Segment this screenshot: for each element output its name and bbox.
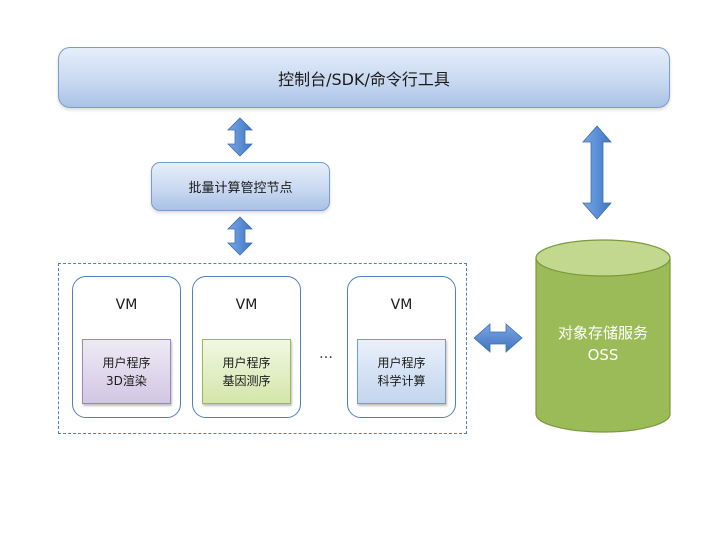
user-app-line1: 用户程序 (102, 355, 151, 370)
batch-control-node-label: 批量计算管控节点 (188, 181, 293, 196)
arrow-top-to-oss (582, 125, 612, 220)
oss-label-line1: 对象存储服务 (557, 324, 648, 342)
vm-box-3: VM 用户程序 科学计算 (347, 276, 456, 418)
vm-label: VM (115, 297, 138, 313)
vm-cluster-boundary (58, 263, 467, 434)
ellipsis: … (319, 346, 333, 362)
user-app-box: 用户程序 科学计算 (357, 339, 446, 404)
user-app-box: 用户程序 3D渲染 (82, 339, 171, 404)
oss-label: 对象存储服务 OSS (536, 322, 670, 366)
user-app-box: 用户程序 基因测序 (202, 339, 291, 404)
user-app-line1: 用户程序 (222, 355, 271, 370)
arrow-cluster-to-oss (473, 323, 523, 353)
user-app-line2: 3D渲染 (106, 373, 147, 388)
user-app-line1: 用户程序 (377, 355, 426, 370)
user-app-line2: 基因测序 (222, 373, 271, 388)
vm-label: VM (390, 297, 413, 313)
user-app-line2: 科学计算 (377, 373, 426, 388)
console-sdk-cli-bar: 控制台/SDK/命令行工具 (58, 47, 670, 108)
arrow-top-to-batch (227, 117, 253, 157)
vm-label: VM (235, 297, 258, 313)
vm-box-1: VM 用户程序 3D渲染 (72, 276, 181, 418)
oss-cylinder (535, 239, 671, 433)
arrow-batch-to-cluster (227, 216, 253, 256)
vm-box-2: VM 用户程序 基因测序 (192, 276, 301, 418)
batch-control-node: 批量计算管控节点 (151, 162, 330, 211)
oss-label-line2: OSS (587, 346, 619, 364)
console-sdk-cli-label: 控制台/SDK/命令行工具 (278, 69, 450, 89)
